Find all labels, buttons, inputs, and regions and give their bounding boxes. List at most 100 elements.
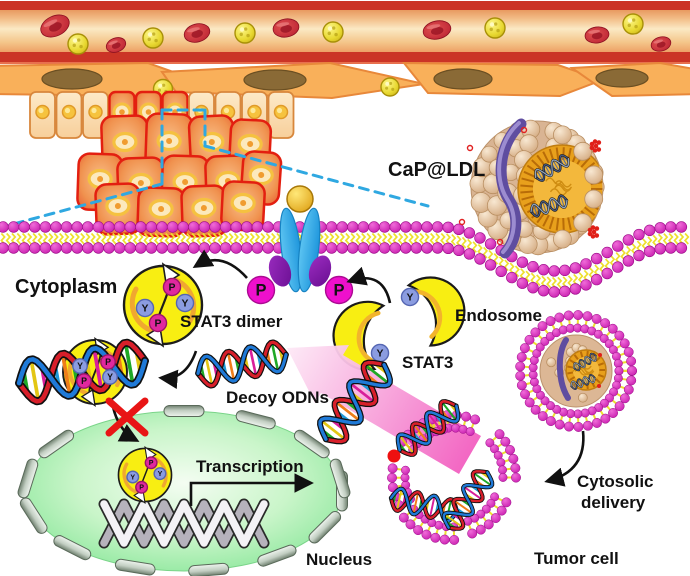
lipid-head xyxy=(495,265,507,278)
lipid-head xyxy=(569,283,582,295)
activation-arrow-left xyxy=(192,249,248,279)
protein-sphere xyxy=(573,213,593,233)
lipid-tails xyxy=(127,232,133,245)
lipid-tails xyxy=(593,264,600,277)
lipid-head xyxy=(177,221,189,233)
lipid-head xyxy=(612,261,624,273)
lipid-tails xyxy=(418,232,425,245)
lipid-head xyxy=(569,262,582,274)
lipid-tails xyxy=(350,232,356,245)
lipid-head xyxy=(166,242,179,254)
lipid-head xyxy=(548,286,560,298)
lipid-head xyxy=(325,242,338,254)
lipid-fringe xyxy=(569,359,576,364)
lipid-head xyxy=(545,316,556,327)
lipid-head xyxy=(580,258,592,270)
transcription-arrow xyxy=(189,473,314,506)
lipid-tails xyxy=(615,252,621,264)
lipid-head xyxy=(467,528,478,539)
lipid-head xyxy=(60,242,73,254)
lipid-head xyxy=(623,384,634,395)
lipid-head xyxy=(590,252,603,265)
lipid-head xyxy=(600,413,611,424)
lipid-tails xyxy=(47,232,54,245)
svg-text:P: P xyxy=(169,283,176,294)
svg-text:P: P xyxy=(81,376,87,386)
ligand-ball xyxy=(286,185,314,213)
phospho-badge: P xyxy=(148,313,168,333)
lipid-head xyxy=(496,458,506,467)
lipid-head xyxy=(50,242,62,254)
tyrosine-badge: Y xyxy=(400,287,420,307)
cap-ldl-nanoparticle xyxy=(484,17,506,39)
lipid-head xyxy=(463,227,476,239)
lipid-head xyxy=(198,242,211,254)
lipid-head xyxy=(368,221,380,233)
lipid-head xyxy=(654,243,666,255)
lipid-head xyxy=(198,221,211,233)
cap-cluster xyxy=(596,140,602,145)
lipid-head xyxy=(7,242,20,254)
lipid-tails xyxy=(143,232,149,245)
lipid-head xyxy=(563,310,574,321)
lipid-tails xyxy=(275,232,282,245)
tyrosine-sites: YY xyxy=(370,287,420,363)
lipid-fringe xyxy=(521,177,535,183)
lipid-head xyxy=(410,221,423,233)
lipid-head xyxy=(336,242,348,254)
lipid-head xyxy=(591,417,602,428)
red-cross-icon xyxy=(105,397,149,437)
lipid-fringe xyxy=(567,371,574,375)
lipid-tails xyxy=(339,232,345,245)
envelope-segment xyxy=(235,410,276,430)
svg-text:Y: Y xyxy=(130,473,135,481)
lipid-head xyxy=(633,249,645,262)
cap-ldl-particle xyxy=(458,118,605,259)
lipid-head xyxy=(39,221,52,233)
cap-cluster xyxy=(592,139,598,144)
lipid-tails xyxy=(678,232,685,245)
lipid-head xyxy=(486,498,496,508)
tyrosine-badge: Y xyxy=(72,358,88,374)
lipid-head xyxy=(92,221,105,233)
lipid-head xyxy=(336,221,348,233)
lipid-tails xyxy=(228,232,234,245)
lipid-fringe xyxy=(531,159,542,170)
lipid-head xyxy=(519,343,530,354)
lipid-head xyxy=(442,221,454,234)
lipid-tails xyxy=(222,232,229,245)
lipid-head xyxy=(511,472,521,483)
tyrosine-badge: Y xyxy=(102,369,118,385)
lipid-tails xyxy=(69,232,75,245)
lipid-tails xyxy=(132,232,139,245)
lipid-head xyxy=(476,509,486,519)
lipid-fringe xyxy=(523,170,536,178)
lipid-head xyxy=(548,265,560,277)
lipid-tails xyxy=(265,232,271,245)
lipid-head xyxy=(421,221,433,233)
lipid-head xyxy=(405,519,416,530)
lipid-tails xyxy=(74,232,80,245)
lipid-tails xyxy=(206,232,213,245)
lipid-head xyxy=(145,221,158,233)
lipid-tails xyxy=(334,232,340,245)
lipid-head xyxy=(537,411,548,422)
lipid-tails xyxy=(254,232,261,245)
lipid-tails xyxy=(196,232,202,245)
cap-cluster xyxy=(590,234,596,239)
cap-cluster xyxy=(589,141,595,147)
lipid-tails xyxy=(509,262,515,275)
lipid-fringe xyxy=(536,154,546,167)
lipid-head xyxy=(622,255,635,267)
protein-sphere xyxy=(573,141,593,161)
tumor-cell xyxy=(220,180,266,232)
lipid-tails xyxy=(0,232,6,245)
vessel-wall-top xyxy=(0,1,690,10)
lipid-head xyxy=(166,221,179,233)
lipid-tails xyxy=(79,232,86,245)
cap-ldl-nanoparticle xyxy=(380,77,400,97)
red-blood-cell xyxy=(183,23,211,43)
lipid-head xyxy=(559,285,571,298)
lipid-fringe xyxy=(595,378,601,384)
cap-cluster xyxy=(596,147,602,152)
